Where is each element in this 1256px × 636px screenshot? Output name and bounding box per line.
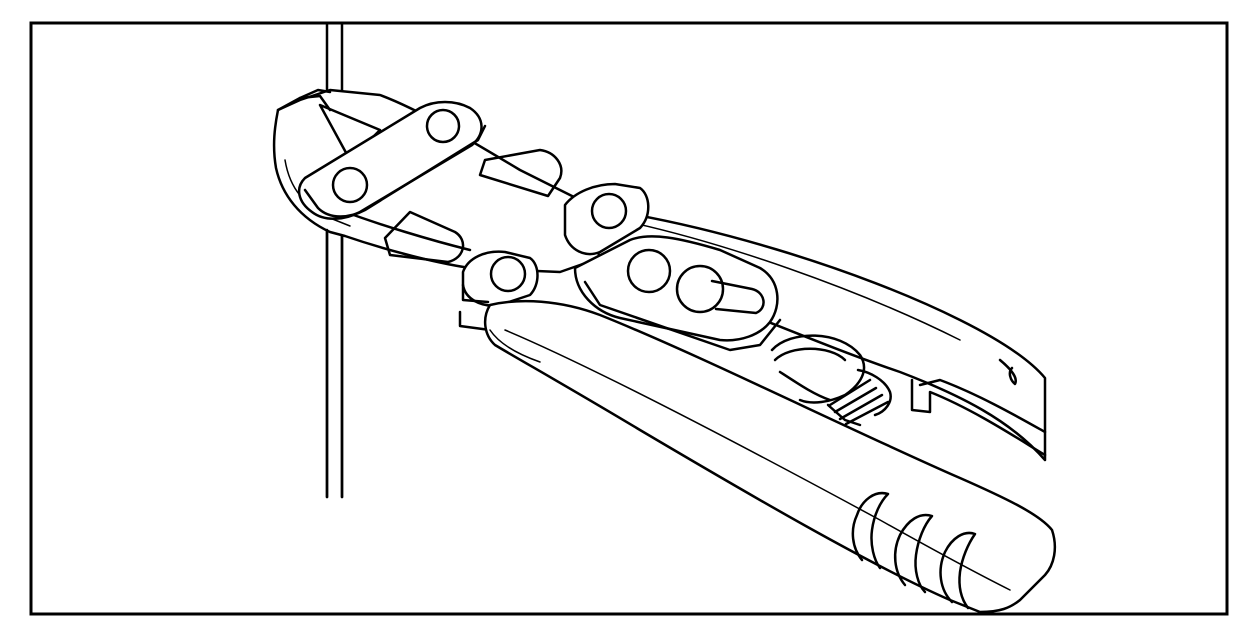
- center-plate: [573, 235, 782, 352]
- lower-handle: [483, 299, 1057, 614]
- adjusting-spring: [770, 334, 892, 427]
- wire-front: [325, 228, 344, 499]
- figure-frame: [29, 21, 1229, 616]
- jaw-head: [272, 88, 650, 332]
